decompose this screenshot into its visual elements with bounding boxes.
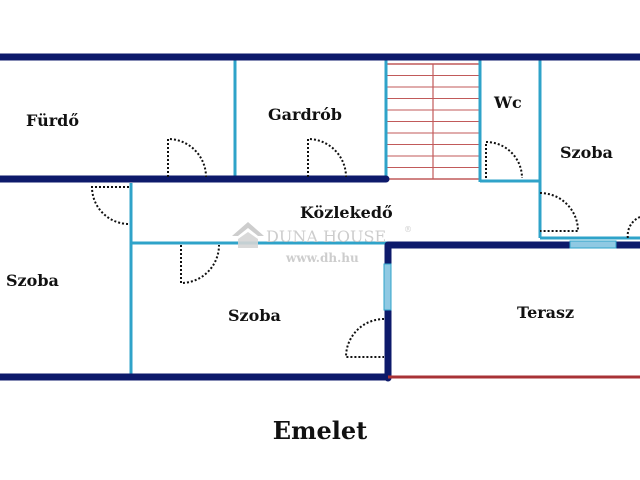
windows — [383, 240, 617, 311]
room-label-terasz: Terasz — [517, 303, 574, 322]
door-wc — [485, 140, 523, 179]
house-logo-icon — [232, 222, 264, 248]
room-label-furdo: Fürdő — [26, 111, 79, 130]
door-szoba-left — [90, 186, 130, 225]
door-right-edge — [626, 216, 640, 240]
staircase — [385, 63, 481, 180]
watermark-registered: ® — [404, 225, 412, 234]
room-label-gardrob: Gardrób — [268, 105, 342, 124]
doors — [90, 137, 640, 358]
watermark: DUNA HOUSE ® www.dh.hu — [232, 222, 412, 265]
room-label-szoba-center: Szoba — [228, 306, 281, 325]
room-label-szoba-left: Szoba — [6, 271, 59, 290]
door-terasz — [344, 318, 385, 358]
room-label-wc: Wc — [493, 93, 522, 112]
inner-walls — [129, 58, 640, 374]
room-label-kozlekedo: Közlekedő — [300, 203, 393, 222]
door-furdo — [167, 137, 207, 178]
door-szoba-right — [539, 192, 580, 232]
room-label-szoba-right: Szoba — [560, 143, 613, 162]
watermark-brand: DUNA HOUSE — [266, 227, 386, 246]
watermark-url: www.dh.hu — [285, 251, 359, 265]
floor-caption: Emelet — [272, 416, 368, 445]
door-szoba-center — [180, 244, 220, 285]
door-gardrob — [307, 137, 347, 178]
